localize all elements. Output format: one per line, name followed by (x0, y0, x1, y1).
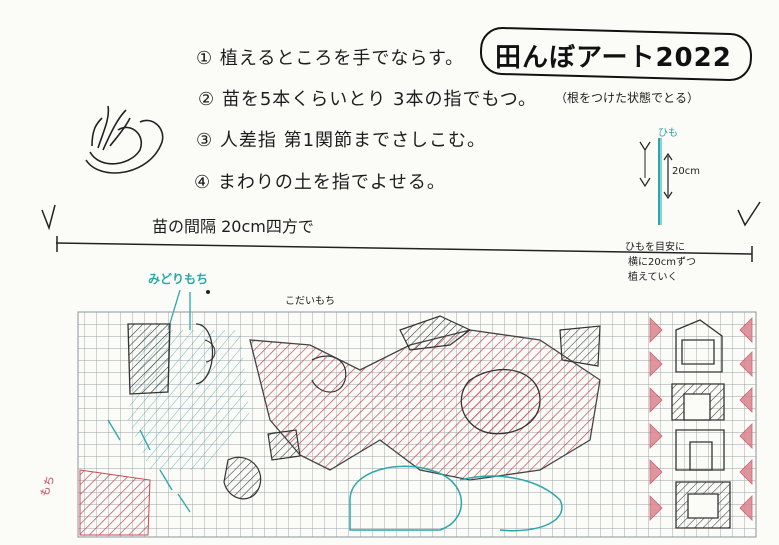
step-4: ④ まわりの土を指でよせる。 (194, 172, 446, 193)
red-area-center (249, 329, 601, 481)
step-3: ③ 人差指 第1関節までさしこむ。 (196, 130, 487, 151)
red-area-bottom-left (79, 469, 151, 536)
note-line-1: ひもを目安に (625, 242, 685, 253)
note-line-3: 植えていく (628, 272, 678, 283)
string-label: ひも (658, 128, 678, 139)
teal-variety-label: みどりもち (148, 272, 209, 286)
distance-label: 20cm (672, 166, 700, 177)
spacing-label: 苗の間隔 20cm四方で (152, 217, 314, 236)
red-border-right (649, 317, 753, 521)
string-indicator (639, 138, 673, 225)
spacing-line (41, 201, 761, 262)
step-1: ① 植えるところを手でならす。 (196, 48, 465, 69)
letter-blocks-right (671, 319, 731, 529)
page-title: 田んぼアート2022 (495, 43, 732, 73)
note-line-2: 横に20cmずつ (628, 257, 696, 268)
step-2-note: （根をつけた状態でとる） (555, 91, 700, 105)
teal-area-bottom (349, 465, 463, 531)
top-variety-label: こだいもち (285, 296, 335, 307)
rice-seedling-sketch (85, 105, 164, 174)
step-2: ② 苗を5本くらいとり 3本の指でもつ。 (198, 89, 538, 110)
